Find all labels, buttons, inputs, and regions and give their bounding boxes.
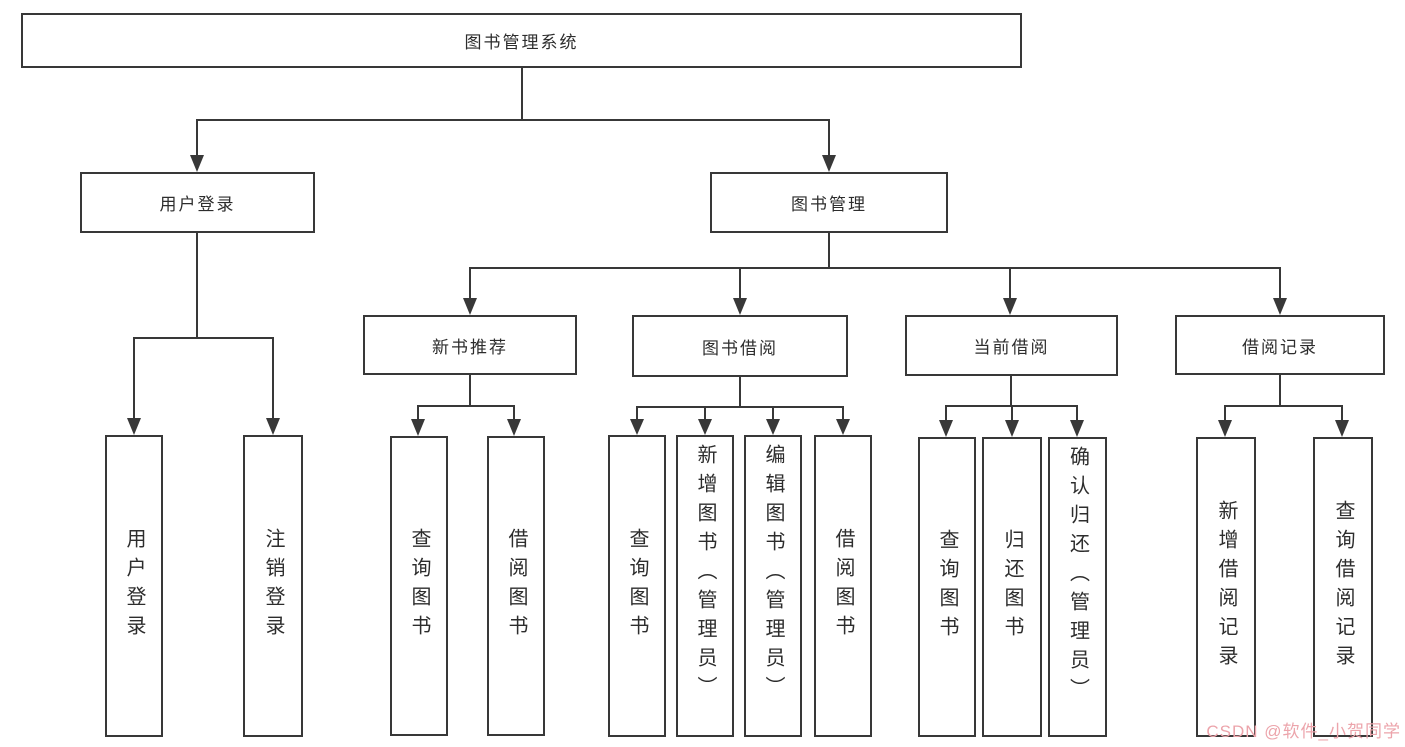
node-root: 图书管理系统 xyxy=(21,13,1022,68)
leaf-current-query-books: 查询图书 xyxy=(918,437,976,737)
arrowheads xyxy=(127,155,1349,437)
leaf-logout: 注销登录 xyxy=(243,435,303,737)
leaf-borrow-books: 借阅图书 xyxy=(814,435,872,737)
leaf-query-borrow-record: 查询借阅记录 xyxy=(1313,437,1373,737)
leaf-recommend-query-books: 查询图书 xyxy=(390,436,448,736)
leaf-return-books: 归还图书 xyxy=(982,437,1042,737)
node-book-management: 图书管理 xyxy=(710,172,948,233)
node-new-book-recommend: 新书推荐 xyxy=(363,315,577,375)
node-book-borrow: 图书借阅 xyxy=(632,315,848,377)
leaf-borrow-query-books: 查询图书 xyxy=(608,435,666,737)
leaf-user-login: 用户登录 xyxy=(105,435,163,737)
node-user-login: 用户登录 xyxy=(80,172,315,233)
csdn-watermark: CSDN @软件_小贺同学 xyxy=(1206,722,1401,741)
leaf-edit-books-admin: 编辑图书（管理员） xyxy=(744,435,802,737)
node-borrow-records: 借阅记录 xyxy=(1175,315,1385,375)
leaf-add-books-admin: 新增图书（管理员） xyxy=(676,435,734,737)
leaf-confirm-return-admin: 确认归还（管理员） xyxy=(1048,437,1107,737)
node-current-borrow: 当前借阅 xyxy=(905,315,1118,376)
leaf-recommend-borrow-books: 借阅图书 xyxy=(487,436,545,736)
leaf-add-borrow-record: 新增借阅记录 xyxy=(1196,437,1256,737)
